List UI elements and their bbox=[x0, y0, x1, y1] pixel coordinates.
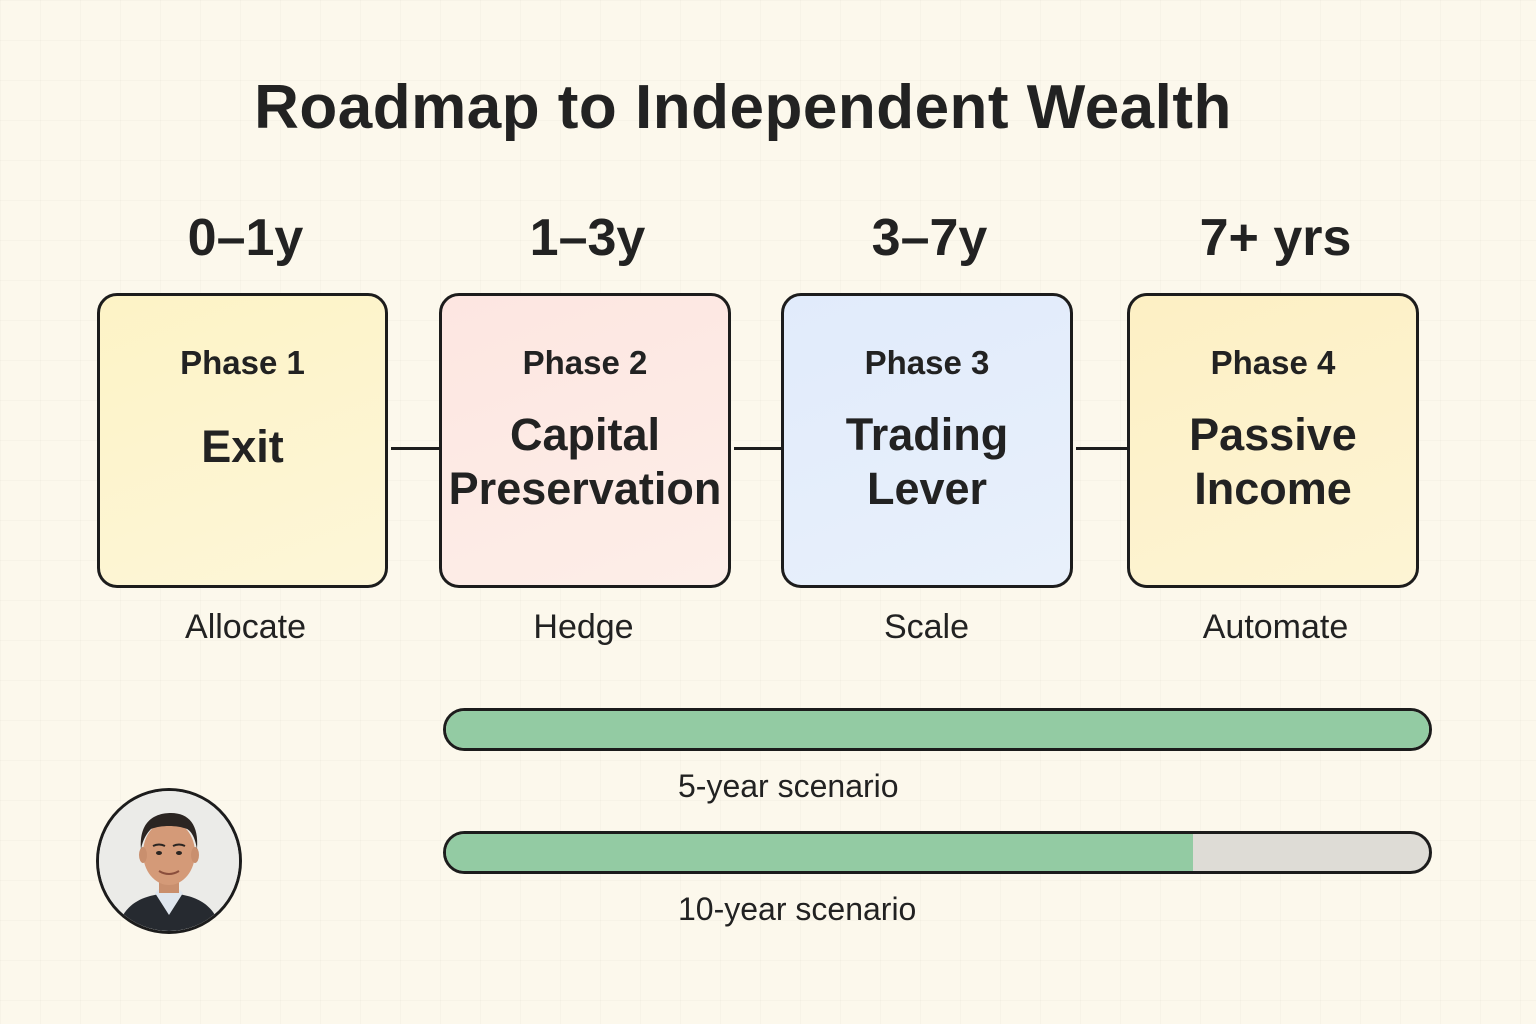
phase-3-name-line2: Lever bbox=[866, 463, 988, 514]
phase-4-action: Automate bbox=[1202, 608, 1349, 646]
10-year-scenario-label: 10-year scenario bbox=[678, 891, 917, 927]
phase-1-action: Allocate bbox=[185, 608, 306, 646]
phase-1-timeframe: 0–1y bbox=[187, 209, 304, 267]
page-title: Roadmap to Independent Wealth bbox=[254, 73, 1232, 142]
phase-4-name-line1: Passive bbox=[1189, 409, 1357, 460]
connector-1-2 bbox=[391, 447, 439, 450]
phase-3-action: Scale bbox=[883, 608, 970, 646]
person-portrait-icon bbox=[99, 791, 239, 931]
10-year-progress-bar bbox=[443, 831, 1432, 874]
phase-3-name-line1: Trading bbox=[845, 409, 1009, 460]
phase-1-name: Exit bbox=[100, 420, 385, 474]
phase-2-name: Capital Preservation bbox=[442, 408, 728, 516]
phase-1-card: Phase 1 Exit bbox=[97, 293, 388, 588]
10-year-progress-fill bbox=[446, 834, 1194, 871]
phase-4-number: Phase 4 bbox=[1210, 344, 1336, 381]
5-year-scenario-label: 5-year scenario bbox=[678, 768, 899, 804]
phase-1-name-line1: Exit bbox=[201, 421, 284, 472]
phase-4-timeframe: 7+ yrs bbox=[1199, 209, 1352, 267]
connector-2-3 bbox=[734, 447, 781, 450]
phase-1-number: Phase 1 bbox=[180, 344, 305, 381]
phase-3-number: Phase 3 bbox=[864, 344, 990, 381]
5-year-progress-fill bbox=[446, 711, 1429, 748]
phase-2-card: Phase 2 Capital Preservation bbox=[439, 293, 731, 588]
phase-2-name-line2: Preservation bbox=[448, 463, 722, 514]
5-year-progress-bar bbox=[443, 708, 1432, 751]
phase-3-timeframe: 3–7y bbox=[871, 209, 988, 267]
phase-2-name-line1: Capital bbox=[509, 409, 661, 460]
phase-3-name: Trading Lever bbox=[784, 408, 1070, 516]
phase-4-name-line2: Income bbox=[1194, 463, 1352, 514]
phase-2-timeframe: 1–3y bbox=[529, 209, 646, 267]
phase-4-card: Phase 4 Passive Income bbox=[1127, 293, 1419, 588]
phase-3-card: Phase 3 Trading Lever bbox=[781, 293, 1073, 588]
phase-2-action: Hedge bbox=[533, 608, 634, 646]
phase-2-number: Phase 2 bbox=[522, 344, 648, 381]
phase-4-name: Passive Income bbox=[1130, 408, 1416, 516]
connector-3-4 bbox=[1076, 447, 1127, 450]
avatar bbox=[96, 788, 242, 934]
